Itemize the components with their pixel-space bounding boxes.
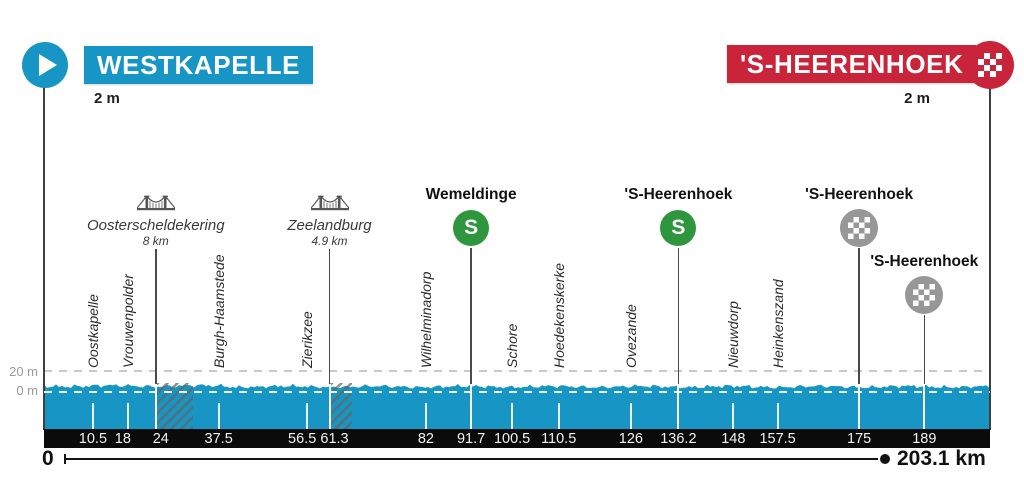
checker-pattern — [978, 53, 1002, 77]
chart-right-edge — [989, 87, 991, 430]
town-label: Wilhelminadorp — [417, 271, 434, 368]
finish-pass-label: 'S-Heerenhoek — [805, 186, 914, 203]
km-tick — [732, 403, 735, 429]
km-label: 148 — [721, 431, 746, 447]
town-label: Heinkenszand — [769, 279, 786, 368]
km-label: 136.2 — [660, 431, 697, 447]
marker-line-in-water — [677, 384, 680, 429]
marker-line — [858, 248, 860, 385]
marker-line — [470, 248, 472, 385]
start-elevation: 2 m — [94, 90, 120, 107]
start-town-label: WESTKAPELLE — [97, 50, 301, 80]
checkered-lap-icon — [905, 276, 944, 314]
town-label: Schore — [504, 323, 521, 368]
km-tick — [511, 403, 514, 429]
gridline-0m — [44, 391, 990, 393]
town-label: Vrouwenpolder — [119, 274, 136, 368]
finish-pass-label: 'S-Heerenhoek — [870, 253, 979, 270]
town-label: Oostkapelle — [84, 294, 101, 368]
km-label: 18 — [114, 431, 131, 447]
play-icon — [22, 42, 68, 88]
town-label: Burgh-Haamstede — [210, 254, 227, 368]
marker-line — [677, 248, 680, 385]
checkered-flag-icon — [966, 41, 1014, 89]
checkered-lap-icon — [840, 209, 879, 247]
km-tick — [557, 403, 560, 429]
marker-line-in-water — [328, 384, 331, 429]
marker-line — [923, 315, 926, 385]
km-label: 82 — [417, 431, 434, 447]
bridge-name-label: Oosterscheldekering — [86, 217, 225, 234]
checker-pattern — [848, 217, 871, 239]
km-label: 126 — [618, 431, 643, 447]
marker-line — [328, 249, 331, 385]
sprint-s-icon: S — [453, 210, 490, 246]
km-tick — [424, 403, 427, 429]
finish-banner: 'S-HEERENHOEK — [727, 45, 977, 83]
play-triangle-icon — [39, 54, 57, 76]
km-label: 157.5 — [759, 431, 796, 447]
bridge-length-label: 4.9 km — [311, 234, 348, 248]
gridline-20m — [44, 370, 990, 372]
sprint-label: 'S-Heerenhoek — [624, 186, 733, 203]
town-label: Zierikzee — [299, 311, 316, 368]
km-label: 175 — [847, 431, 872, 447]
chart-left-edge — [43, 87, 45, 430]
km-label: 10.5 — [78, 431, 108, 447]
km-label: 37.5 — [204, 431, 233, 447]
marker-line-in-water — [923, 384, 926, 429]
sprint-s-icon: S — [660, 210, 697, 246]
suspension-bridge-icon — [310, 193, 349, 220]
town-label: Nieuwdorp — [725, 301, 742, 368]
km-label: 56.5 — [288, 431, 317, 447]
km-tick — [629, 403, 632, 429]
marker-line-in-water — [470, 384, 473, 429]
checker-pattern — [913, 284, 936, 306]
y-axis-label-20m: 20 m — [9, 364, 38, 379]
km-tick — [306, 403, 309, 429]
km-label: 91.7 — [456, 431, 486, 447]
km-label: 61.3 — [320, 431, 349, 447]
finish-town-label: 'S-HEERENHOEK — [740, 49, 964, 79]
scale-line — [64, 458, 878, 461]
km-label: 189 — [912, 431, 937, 447]
suspension-bridge-icon — [136, 193, 176, 220]
km-label: 24 — [152, 431, 169, 447]
marker-line-in-water — [858, 384, 861, 429]
km-label: 110.5 — [541, 431, 577, 447]
km-tick — [91, 403, 94, 429]
km-tick — [217, 403, 220, 429]
finish-elevation: 2 m — [904, 90, 930, 107]
start-banner: WESTKAPELLE — [84, 46, 314, 84]
km-label: 100.5 — [493, 431, 531, 447]
scale-end-label: 203.1 km — [897, 447, 986, 470]
y-axis-label-0m: 0 m — [16, 383, 38, 398]
km-tick — [126, 403, 129, 429]
sprint-label: Wemeldinge — [425, 186, 517, 203]
scale-start-label: 0 — [42, 447, 54, 470]
bridge-name-label: Zeelandburg — [287, 217, 372, 234]
km-tick — [776, 403, 779, 429]
town-label: Ovezande — [622, 304, 639, 368]
scale-end-dot — [880, 454, 890, 464]
bridge-length-label: 8 km — [142, 234, 169, 248]
town-label: Hoedekenskerke — [550, 262, 567, 368]
marker-line — [155, 249, 157, 385]
marker-line-in-water — [154, 384, 157, 429]
